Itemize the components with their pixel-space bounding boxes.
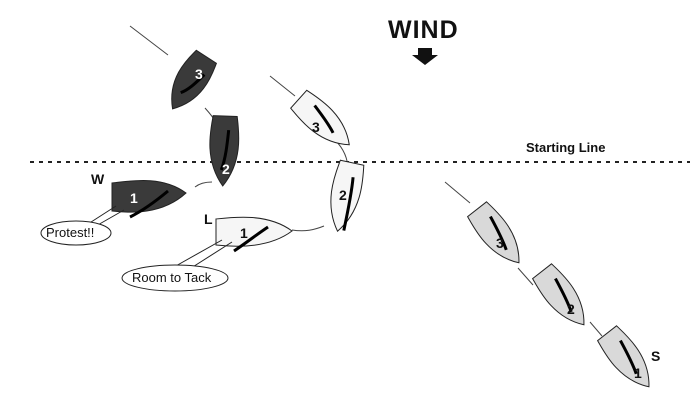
starting-line-label: Starting Line <box>526 140 606 155</box>
dark-boat-number-1: 1 <box>130 190 138 206</box>
grey-boat-number-1: 1 <box>634 365 642 381</box>
grey-boat-number-2: 2 <box>567 301 575 317</box>
grey-boat-number-3: 3 <box>496 235 504 251</box>
protest-callout-text: Protest!! <box>46 225 95 240</box>
room-to-tack-callout-pointer <box>173 239 233 271</box>
dark-boat-letter: W <box>91 171 105 187</box>
wind-label: WIND <box>388 16 459 44</box>
protest-callout-bubble <box>40 220 112 246</box>
white-boat-number-3: 3 <box>312 119 320 135</box>
grey-boat-track <box>444 181 603 337</box>
grey-boat-position-1: 1 <box>596 325 650 388</box>
room-to-tack-callout-bubble <box>121 264 229 292</box>
dark-boat-position-1: 1 <box>111 179 187 219</box>
grey-boat-position-2: 2 <box>531 263 585 326</box>
white-boat-number-1: 1 <box>240 225 248 241</box>
room-to-tack-callout-text: Room to Tack <box>132 270 212 285</box>
white-boat-position-3: 3 <box>290 89 350 146</box>
white-boat-position-2: 2 <box>330 159 365 233</box>
dark-boat-position-3: 3 <box>171 49 218 110</box>
dark-boat-number-3: 3 <box>195 66 203 82</box>
white-boat-letter: L <box>204 211 213 227</box>
grey-boat-letter: S <box>651 348 661 364</box>
dark-boat-position-2: 2 <box>209 115 240 187</box>
protest-callout-pointer <box>87 205 125 227</box>
white-boat-number-2: 2 <box>339 187 347 203</box>
grey-boat-position-3: 3 <box>466 201 520 264</box>
white-boat-position-1: 1 <box>215 216 293 253</box>
dark-boat-number-2: 2 <box>222 161 230 177</box>
wind-arrow-icon <box>412 48 438 65</box>
